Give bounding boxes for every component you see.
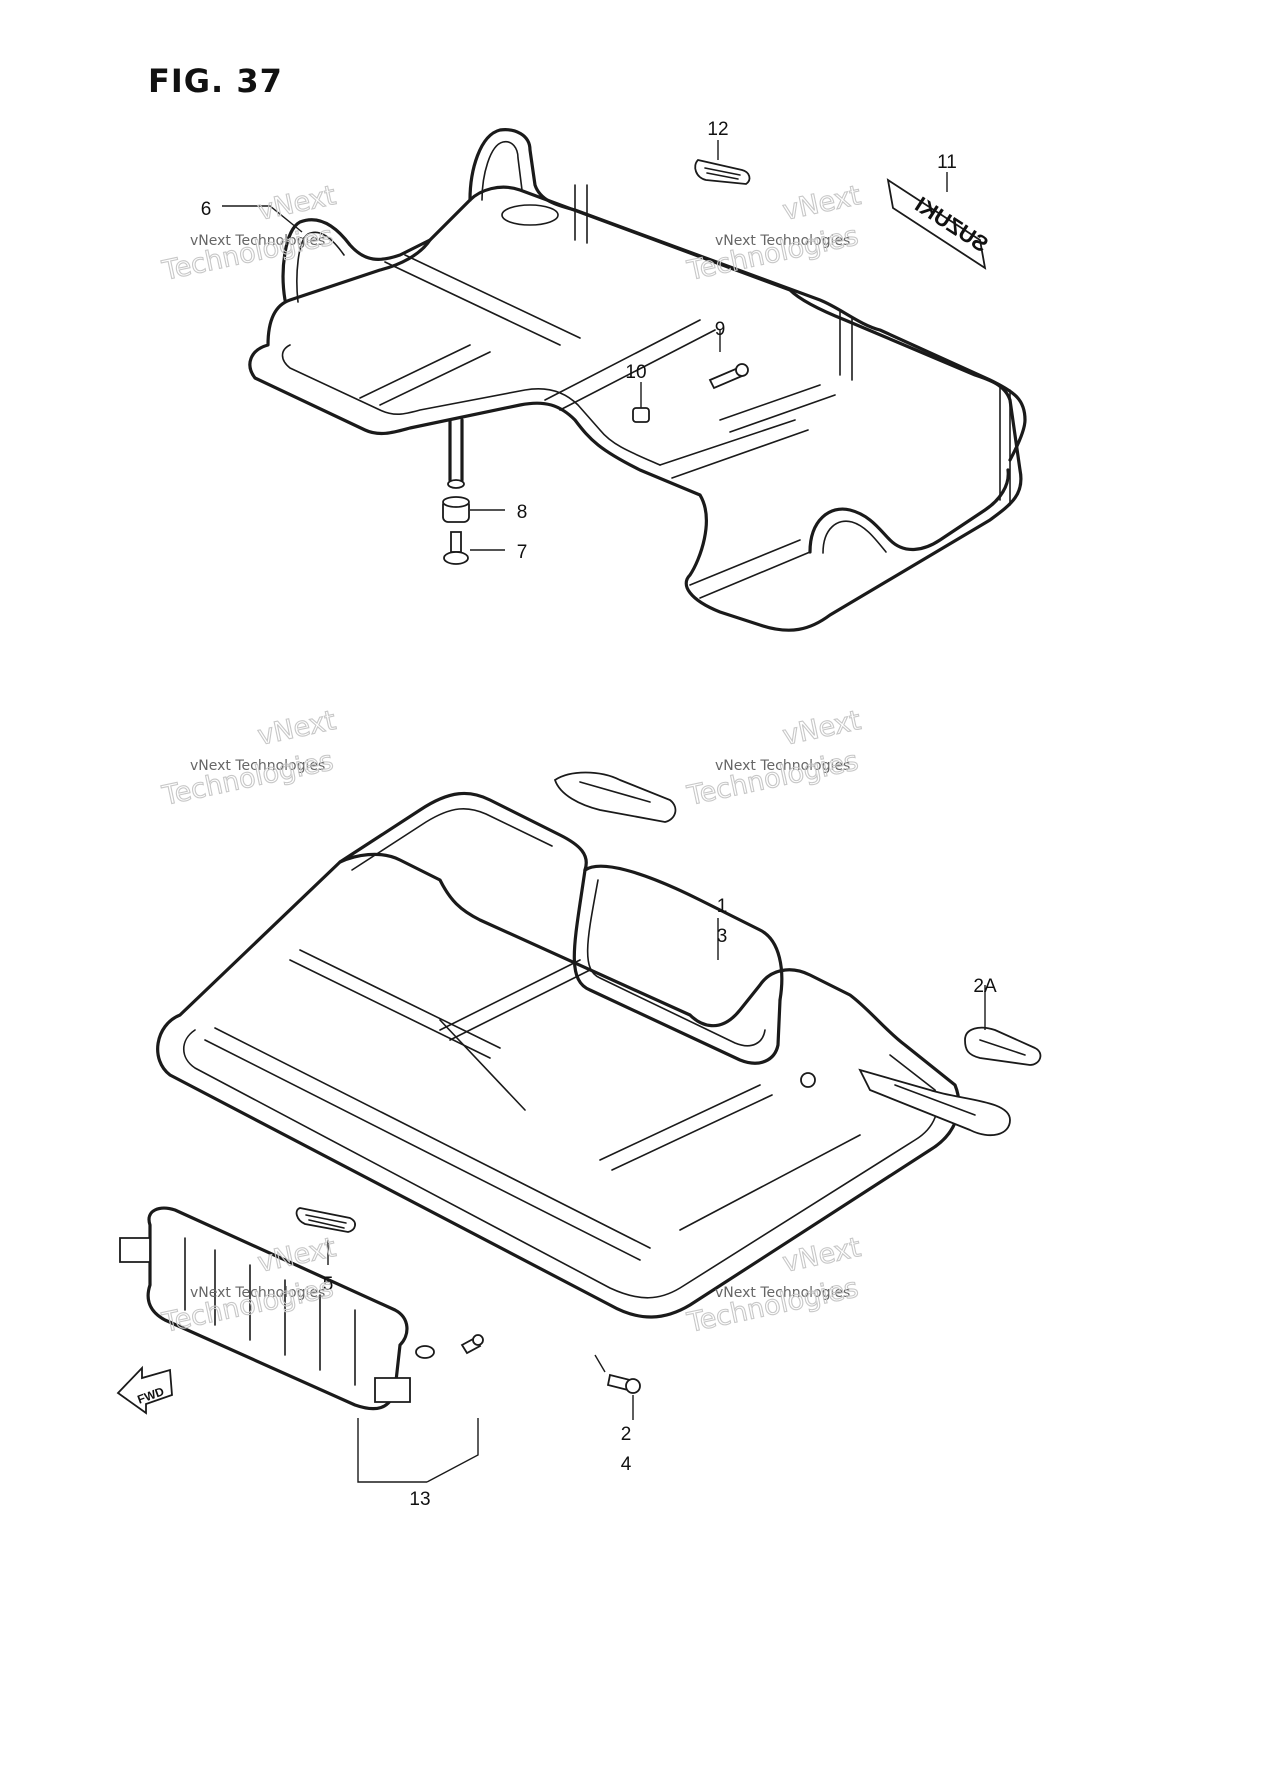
part-2-bolt — [606, 1373, 641, 1394]
watermark: vNext vNext Technologies Technologies — [683, 1232, 864, 1340]
part-11-decal: SUZUKI — [886, 178, 993, 270]
rear-carrier — [248, 128, 1027, 632]
svg-text:vNext Technologies: vNext Technologies — [715, 233, 850, 249]
svg-text:Technologies: Technologies — [684, 1272, 861, 1339]
fwd-arrow: FWD — [116, 1365, 173, 1415]
part-13-fasteners — [415, 1334, 484, 1359]
callout-4: 4 — [621, 1454, 632, 1475]
figure-title: FIG. 37 — [148, 62, 283, 100]
part-8-spacer — [442, 496, 470, 523]
front-carrier — [156, 771, 1011, 1319]
watermark: vNext vNext Technologies Technologies — [158, 1232, 339, 1340]
part-10-nut — [632, 407, 650, 423]
callout-2: 2 — [621, 1424, 632, 1445]
svg-text:vNext Technologies: vNext Technologies — [715, 1285, 850, 1301]
callout-6: 6 — [201, 199, 212, 220]
watermark: vNext vNext Technologies Technologies — [158, 705, 339, 813]
svg-text:vNext: vNext — [780, 180, 864, 227]
watermark: vNext vNext Technologies Technologies — [683, 180, 864, 288]
part-5-reflector — [295, 1207, 356, 1233]
svg-text:vNext Technologies: vNext Technologies — [715, 758, 850, 774]
svg-text:vNext: vNext — [780, 705, 864, 752]
svg-text:vNext: vNext — [255, 1232, 339, 1279]
callout-12: 12 — [707, 119, 728, 140]
part-2A-bracket — [964, 1026, 1042, 1066]
callout-7: 7 — [517, 542, 528, 563]
callout-2A: 2A — [973, 976, 997, 997]
callout-13: 13 — [409, 1489, 430, 1510]
svg-text:Technologies: Technologies — [684, 745, 861, 812]
part-12-reflector — [694, 159, 751, 185]
callout-10: 10 — [625, 362, 646, 383]
svg-text:vNext Technologies: vNext Technologies — [190, 233, 325, 249]
watermark: vNext vNext Technologies Technologies — [683, 705, 864, 813]
svg-text:vNext: vNext — [255, 180, 339, 227]
part-9-bolt — [708, 363, 749, 390]
part-7-bolt — [443, 531, 469, 565]
callout-8: 8 — [517, 502, 528, 523]
callout-labels: 12 11 6 9 10 8 7 1 3 2A 5 2 4 13 — [201, 119, 997, 1510]
watermark-group: vNext vNext Technologies Technologies vN… — [158, 180, 864, 1340]
callout-1: 1 — [717, 896, 728, 917]
callout-11: 11 — [937, 152, 957, 173]
svg-text:Technologies: Technologies — [159, 220, 336, 287]
callout-3: 3 — [717, 926, 728, 947]
svg-text:vNext Technologies: vNext Technologies — [190, 758, 325, 774]
svg-text:Technologies: Technologies — [159, 745, 336, 812]
callout-9: 9 — [715, 319, 726, 340]
svg-text:vNext Technologies: vNext Technologies — [190, 1285, 325, 1301]
callout-5: 5 — [323, 1274, 334, 1295]
watermark: vNext vNext Technologies Technologies — [158, 180, 339, 288]
part-13-guard — [119, 1206, 411, 1411]
svg-text:Technologies: Technologies — [684, 220, 861, 287]
svg-text:vNext: vNext — [255, 705, 339, 752]
